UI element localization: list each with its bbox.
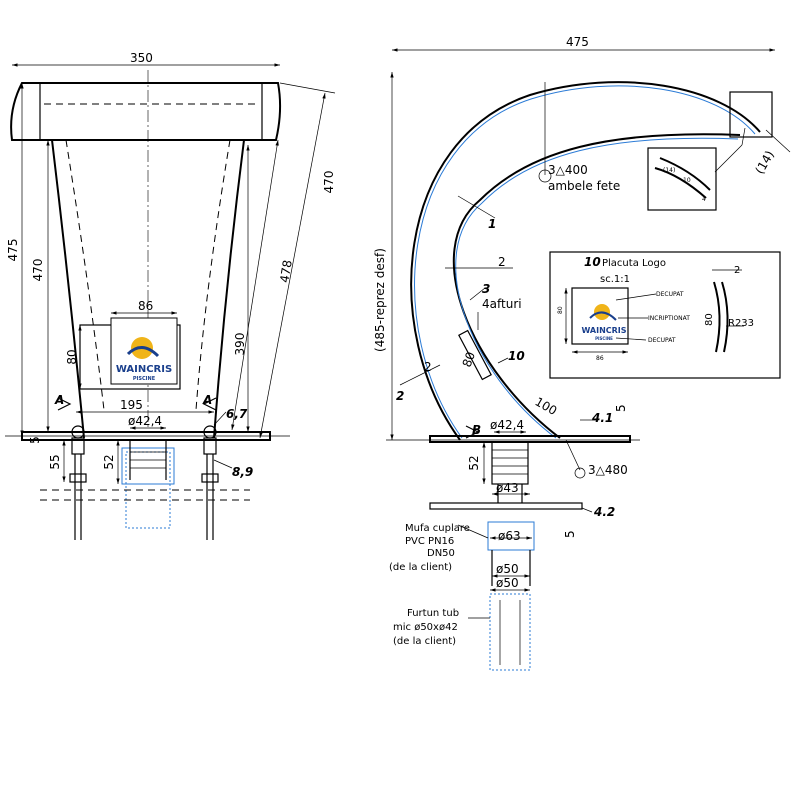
tip-section-box [647, 147, 717, 211]
mufa-line-4: (de la client) [389, 562, 452, 573]
dim-52-side: 52 [467, 455, 481, 470]
dim-478: 478 [277, 259, 294, 284]
bolt-left [69, 425, 87, 540]
dim-5-side: 5 [614, 404, 628, 412]
logo-detail-num: 10 [584, 255, 601, 269]
dim-470: 470 [31, 259, 45, 282]
logo-detail-r233: R233 [728, 318, 754, 329]
section-A-left: A [54, 393, 64, 407]
logo-detail-86: 86 [596, 355, 604, 362]
ref-6-7: 6,7 [226, 407, 248, 421]
logo-detail-title: Placuta Logo [602, 258, 666, 269]
front-view: WAINCRIS PISCINE [5, 51, 336, 540]
hose-group: ø50 Furtun tub mic ø50xø42 (de la client… [393, 576, 531, 671]
ref-4-1: 4.1 [591, 411, 613, 425]
coupling-group: ø63 Mufa cuplare PVC PN16 DN50 (de la cl… [389, 521, 535, 586]
mufa-line-1: Mufa cuplare [405, 523, 470, 534]
ref-3: 3 [482, 282, 490, 296]
dim-4-detail: 4 [702, 196, 706, 203]
logo-detail-80b: 80 [704, 313, 715, 326]
dim-475-side: 475 [566, 35, 589, 49]
thick-2-side: 2 [498, 255, 506, 269]
arc-outer [410, 81, 761, 441]
dim-470-right: 470 [322, 171, 336, 194]
dim-5b-side: 5 [563, 530, 577, 538]
dim-485: (485-reprez desf) [373, 248, 387, 352]
dim-d42-side: ø42,4 [490, 418, 524, 432]
thick-2b: 2 [424, 360, 432, 374]
dim-d50-mufa: ø50 [496, 562, 519, 576]
mufa-line-2: PVC PN16 [405, 536, 454, 547]
dim-d43: ø43 [496, 481, 519, 495]
front-logo: WAINCRIS PISCINE [110, 317, 178, 385]
both-faces: ambele fete [548, 179, 620, 193]
logo-detail-scale: sc.1:1 [600, 274, 630, 285]
tip-detail-frame [729, 91, 773, 138]
dim-80-side: 80 [460, 350, 478, 369]
afturi: 4afturi [482, 297, 522, 311]
dim-d42-front: ø42,4 [128, 414, 162, 428]
logo-detail-sub: PISCINE [595, 336, 613, 341]
side-base-plate [429, 435, 631, 443]
section-A-right: A [202, 393, 212, 407]
ref-4-2: 4.2 [593, 505, 615, 519]
front-hose [121, 440, 175, 529]
logo-detail-80: 80 [557, 306, 564, 314]
side-view: (14) 10 4 (14) 475 (485-reprez desf) 3△4… [373, 35, 791, 538]
mufa-line-3: DN50 [427, 548, 455, 559]
radius-480: 3△480 [588, 463, 628, 477]
logo-detail-2: 2 [734, 265, 740, 276]
furtun-line-2: mic ø50xø42 [393, 622, 458, 633]
logo-detail: 10 Placuta Logo sc.1:1 WAINCRIS PISCINE … [549, 251, 781, 379]
logo-sub: PISCINE [133, 376, 156, 382]
head-outline [10, 82, 282, 141]
dim-195: 195 [120, 398, 143, 412]
dim-d63: ø63 [498, 529, 521, 543]
dim-350: 350 [130, 51, 153, 65]
dim-80: 80 [65, 349, 79, 364]
furtun-line-1: Furtun tub [407, 608, 459, 619]
dim-86: 86 [138, 299, 153, 313]
section-B: B [472, 423, 481, 437]
coupling-sleeve [487, 521, 535, 551]
furtun-line-3: (de la client) [393, 636, 456, 647]
dim-55: 55 [48, 454, 62, 469]
label-decupat-2: DECUPAT [648, 337, 676, 344]
ref-1: 1 [488, 217, 496, 231]
dim-100: 100 [533, 394, 560, 418]
ref-10: 10 [508, 349, 525, 363]
logo-detail-brand: WAINCRIS [581, 326, 626, 335]
dim-52-front: 52 [102, 454, 116, 469]
dim-390: 390 [233, 333, 247, 356]
ref-2: 2 [396, 389, 404, 403]
dim-475: 475 [6, 239, 20, 262]
label-inscriptionat: INCRIPTIONAT [648, 315, 690, 322]
logo-plate-side [458, 329, 492, 381]
logo-detail-frame [549, 251, 781, 379]
arc-inner [452, 133, 741, 439]
radius-400: 3△400 [548, 163, 588, 177]
bolt-right [201, 425, 219, 540]
ref-8-9: 8,9 [232, 465, 253, 479]
hose-tube [489, 593, 531, 671]
label-decupat-1: DECUPAT [656, 291, 684, 298]
dim-10-detail: 10 [683, 177, 691, 184]
dim-14: (14) [752, 148, 776, 176]
dim-d50-hose: ø50 [496, 576, 519, 590]
dim-5-front: 5 [28, 436, 42, 444]
dim-14-detail: (14) [663, 167, 675, 174]
logo-brand: WAINCRIS [116, 364, 172, 375]
